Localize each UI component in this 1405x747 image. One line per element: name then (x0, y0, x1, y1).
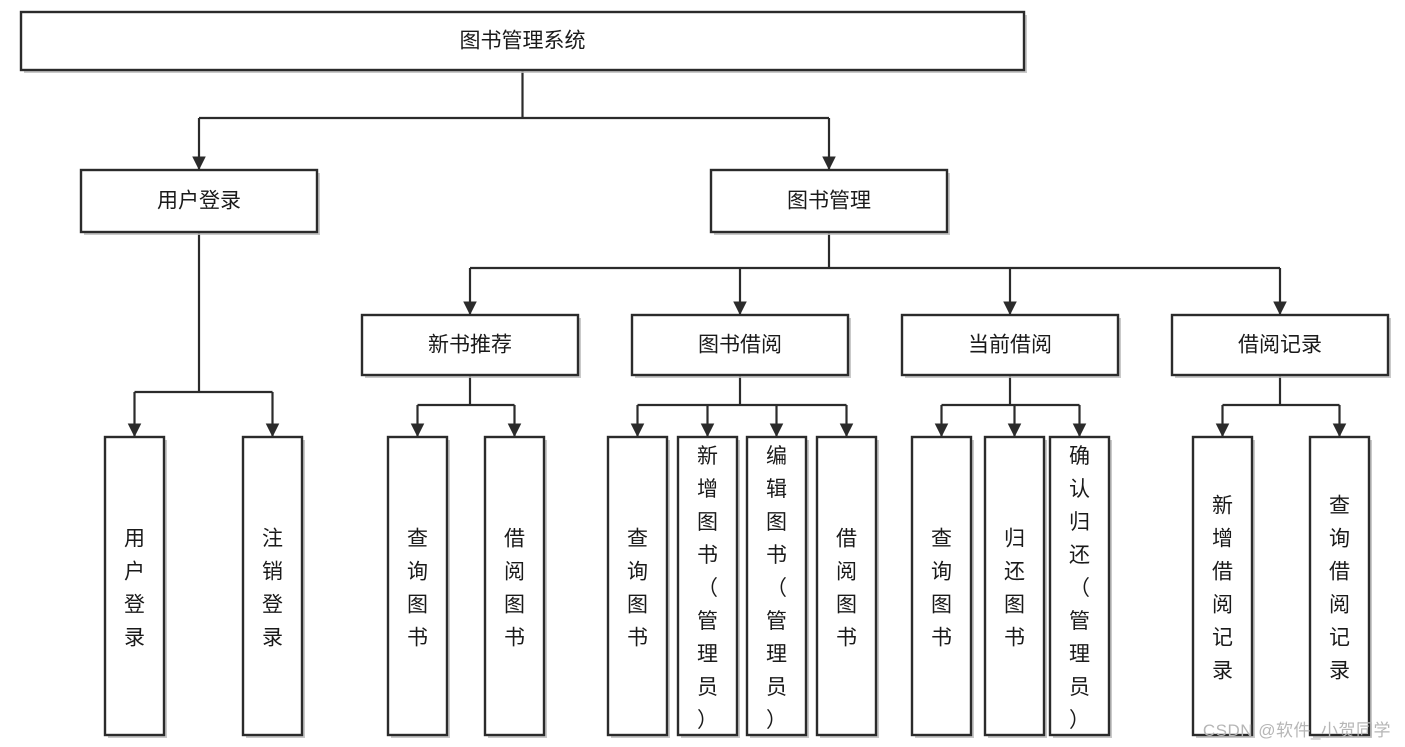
node-leaf-cb-query[interactable]: 查询图书 (910, 435, 973, 737)
node-box[interactable] (79, 168, 319, 234)
node-label: 借阅记录 (1238, 334, 1322, 357)
node-label: 图书管理系统 (460, 30, 586, 53)
connector-layer (127, 70, 1347, 438)
node-leaf-br-add[interactable]: 新增借阅记录 (1191, 435, 1254, 737)
node-book-borrow[interactable]: 图书借阅 (630, 313, 850, 377)
node-box[interactable] (910, 435, 973, 737)
node-borrow-record[interactable]: 借阅记录 (1170, 313, 1390, 377)
node-box[interactable] (360, 313, 580, 377)
node-leaf-bb-query[interactable]: 查询图书 (606, 435, 669, 737)
node-label: 新增图书（管理员） (697, 445, 718, 732)
node-box[interactable] (815, 435, 878, 737)
node-label: 确认归还（管理员） (1069, 445, 1090, 732)
node-label: 借阅图书 (836, 528, 857, 650)
node-box[interactable] (1191, 435, 1254, 737)
node-leaf-user-login[interactable]: 用户登录 (103, 435, 166, 737)
node-label: 编辑图书（管理员） (766, 445, 787, 732)
node-box[interactable] (983, 435, 1046, 737)
node-label: 新书推荐 (428, 334, 512, 357)
node-label: 当前借阅 (968, 334, 1052, 357)
node-leaf-br-query[interactable]: 查询借阅记录 (1308, 435, 1371, 737)
node-leaf-nb-query[interactable]: 查询图书 (386, 435, 449, 737)
node-box[interactable] (606, 435, 669, 737)
node-box[interactable] (1048, 435, 1111, 737)
node-box[interactable] (386, 435, 449, 737)
node-leaf-logout[interactable]: 注销登录 (241, 435, 304, 737)
node-label: 查询图书 (407, 528, 428, 650)
node-book-manage[interactable]: 图书管理 (709, 168, 949, 234)
node-box[interactable] (676, 435, 739, 737)
node-box[interactable] (1308, 435, 1371, 737)
node-leaf-cb-return[interactable]: 归还图书 (983, 435, 1046, 737)
node-label: 借阅图书 (504, 528, 525, 650)
node-label: 注销登录 (262, 528, 283, 650)
node-user-login[interactable]: 用户登录 (79, 168, 319, 234)
node-label: 图书借阅 (698, 334, 782, 357)
node-leaf-bb-add[interactable]: 新增图书（管理员） (676, 435, 739, 737)
node-label: 用户登录 (124, 528, 145, 650)
node-new-book[interactable]: 新书推荐 (360, 313, 580, 377)
node-box[interactable] (19, 10, 1026, 72)
node-box[interactable] (900, 313, 1120, 377)
node-label: 用户登录 (157, 190, 241, 213)
node-label: 查询图书 (931, 528, 952, 650)
node-leaf-cb-confirm[interactable]: 确认归还（管理员） (1048, 435, 1111, 737)
node-box[interactable] (103, 435, 166, 737)
node-leaf-bb-edit[interactable]: 编辑图书（管理员） (745, 435, 808, 737)
node-box[interactable] (483, 435, 546, 737)
node-label: 归还图书 (1004, 528, 1025, 650)
node-label: 图书管理 (787, 190, 871, 213)
node-label: 查询图书 (627, 528, 648, 650)
node-box[interactable] (241, 435, 304, 737)
node-leaf-bb-borrow[interactable]: 借阅图书 (815, 435, 878, 737)
node-label: 查询借阅记录 (1329, 495, 1350, 683)
node-box[interactable] (1170, 313, 1390, 377)
node-leaf-nb-borrow[interactable]: 借阅图书 (483, 435, 546, 737)
node-box[interactable] (745, 435, 808, 737)
node-layer: 图书管理系统用户登录图书管理新书推荐图书借阅当前借阅借阅记录用户登录注销登录查询… (19, 10, 1390, 737)
node-box[interactable] (630, 313, 850, 377)
node-box[interactable] (709, 168, 949, 234)
node-label: 新增借阅记录 (1212, 495, 1233, 683)
node-current-borrow[interactable]: 当前借阅 (900, 313, 1120, 377)
node-root[interactable]: 图书管理系统 (19, 10, 1026, 72)
